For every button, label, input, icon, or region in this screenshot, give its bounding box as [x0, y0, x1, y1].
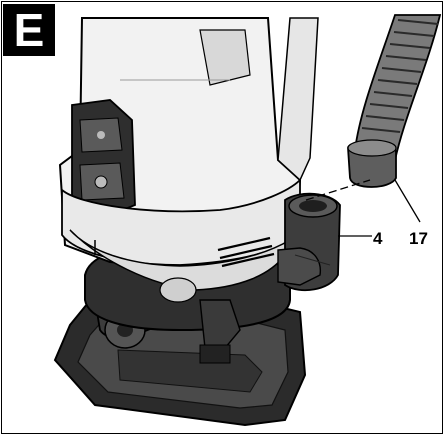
callout-label-vacuum-adapter: 4 — [373, 229, 383, 248]
vacuum-adapter — [277, 192, 341, 292]
switch-panel — [71, 99, 136, 216]
callout-label-suction-hose: 17 — [409, 229, 428, 248]
suction-hose — [347, 14, 442, 188]
figure-letter-badge: E — [3, 4, 55, 56]
leader-lines — [305, 179, 421, 237]
